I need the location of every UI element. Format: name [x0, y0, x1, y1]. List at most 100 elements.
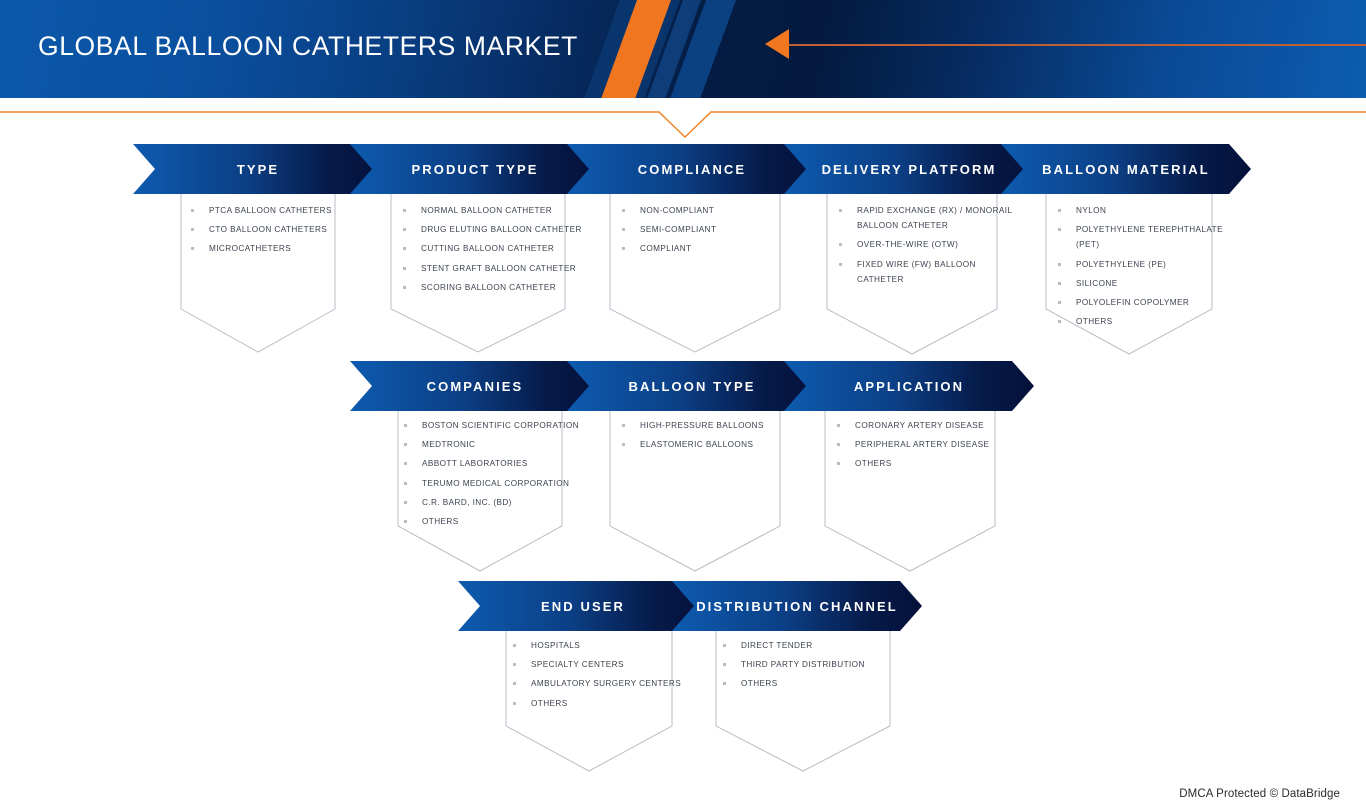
segment-item-list: NORMAL BALLOON CATHETER DRUG ELUTING BALL…: [403, 203, 593, 299]
list-item: CUTTING BALLOON CATHETER: [403, 241, 593, 256]
segment-banner: TYPE: [133, 144, 383, 194]
bullet-icon: [1058, 320, 1061, 324]
list-item: OTHERS: [1058, 314, 1238, 329]
segment-banner: DELIVERY PLATFORM: [784, 144, 1034, 194]
page-title: GLOBAL BALLOON CATHETERS MARKET: [38, 31, 578, 61]
bullet-icon: [839, 243, 842, 247]
segment-panel: [458, 581, 708, 776]
list-item-label: FIXED WIRE (FW) BALLOON CATHETER: [857, 259, 976, 284]
bullet-icon: [404, 481, 407, 485]
list-item-label: POLYOLEFIN COPOLYMER: [1076, 298, 1190, 308]
list-item: POLYETHYLENE (PE): [1058, 257, 1238, 272]
bullet-icon: [513, 644, 516, 647]
list-item-label: PERIPHERAL ARTERY DISEASE: [855, 440, 990, 450]
bullet-icon: [723, 644, 726, 647]
bullet-icon: [513, 701, 516, 705]
list-item-label: HIGH-PRESSURE BALLOONS: [640, 421, 764, 430]
list-item-label: AMBULATORY SURGERY CENTERS: [531, 679, 682, 689]
list-item-label: OVER-THE-WIRE (OTW): [857, 240, 959, 250]
list-item: ELASTOMERIC BALLOONS: [622, 437, 807, 452]
bullet-icon: [837, 462, 840, 466]
segment-item-list: PTCA BALLOON CATHETERS CTO BALLOON CATHET…: [191, 203, 376, 261]
bullet-icon: [403, 247, 406, 251]
list-item: ABBOTT LABORATORIES: [404, 456, 594, 471]
list-item-label: OTHERS: [1076, 317, 1113, 327]
list-item-label: ABBOTT LABORATORIES: [422, 459, 528, 469]
list-item-label: CORONARY ARTERY DISEASE: [855, 421, 985, 430]
list-item: OTHERS: [404, 514, 594, 529]
segment-item-list: NON-COMPLIANT SEMI-COMPLIANT COMPLIANT: [622, 203, 802, 261]
list-item: COMPLIANT: [622, 241, 802, 256]
list-item: OVER-THE-WIRE (OTW): [839, 237, 1024, 252]
bullet-icon: [403, 228, 406, 232]
bullet-icon: [1058, 209, 1061, 212]
bullet-icon: [839, 262, 842, 266]
bullet-icon: [1058, 301, 1061, 305]
list-item-label: RAPID EXCHANGE (RX) / MONORAIL BALLOON C…: [857, 206, 1013, 231]
segment-item-list: BOSTON SCIENTIFIC CORPORATION MEDTRONIC AB…: [404, 418, 594, 533]
header-divider: [0, 98, 1366, 138]
list-item: OTHERS: [837, 456, 1027, 471]
list-item-label: SILICONE: [1076, 278, 1118, 288]
header-arrow-line: [786, 43, 1366, 46]
list-item: MEDTRONIC: [404, 437, 594, 452]
bullet-icon: [404, 462, 407, 466]
bullet-icon: [622, 247, 625, 251]
list-item: HIGH-PRESSURE BALLOONS: [622, 418, 807, 433]
bullet-icon: [191, 247, 194, 251]
list-item: NORMAL BALLOON CATHETER: [403, 203, 593, 218]
list-item: POLYETHYLENE TEREPHTHALATE (PET): [1058, 222, 1238, 252]
list-item: PTCA BALLOON CATHETERS: [191, 203, 376, 218]
bullet-icon: [837, 443, 840, 447]
list-item-label: SEMI-COMPLIANT: [640, 225, 717, 235]
list-item-label: CTO BALLOON CATHETERS: [209, 225, 328, 235]
segment-panel: [784, 144, 1034, 359]
bullet-icon: [837, 424, 840, 427]
list-item-label: CUTTING BALLOON CATHETER: [421, 244, 555, 254]
bullet-icon: [404, 520, 407, 524]
list-item-label: STENT GRAFT BALLOON CATHETER: [421, 263, 577, 273]
list-item-label: BOSTON SCIENTIFIC CORPORATION: [422, 421, 579, 430]
segment-panel: [567, 361, 817, 576]
segment-item-list: NYLON POLYETHYLENE TEREPHTHALATE (PET) POL…: [1058, 203, 1238, 333]
list-item: DIRECT TENDER: [723, 638, 913, 653]
segment-panel: [133, 144, 383, 354]
list-item: SILICONE: [1058, 276, 1238, 291]
list-item-label: SPECIALTY CENTERS: [531, 660, 624, 670]
list-item: AMBULATORY SURGERY CENTERS: [513, 676, 703, 691]
list-item-label: OTHERS: [422, 517, 459, 527]
list-item-label: NYLON: [1076, 206, 1107, 215]
list-item-label: POLYETHYLENE TEREPHTHALATE (PET): [1076, 225, 1223, 250]
list-item-label: DRUG ELUTING BALLOON CATHETER: [421, 225, 582, 235]
list-item: MICROCATHETERS: [191, 241, 376, 256]
bullet-icon: [1058, 262, 1061, 266]
bullet-icon: [1058, 228, 1061, 232]
bullet-icon: [191, 209, 194, 212]
segment-panel: [672, 581, 922, 776]
list-item: NON-COMPLIANT: [622, 203, 802, 218]
list-item: NYLON: [1058, 203, 1238, 218]
segment-banner: APPLICATION: [784, 361, 1034, 411]
list-item: SPECIALTY CENTERS: [513, 657, 703, 672]
segment-banner: COMPLIANCE: [567, 144, 817, 194]
segment-banner: BALLOON TYPE: [567, 361, 817, 411]
list-item-label: NORMAL BALLOON CATHETER: [421, 206, 553, 215]
list-item-label: NON-COMPLIANT: [640, 206, 715, 215]
bullet-icon: [191, 228, 194, 232]
list-item: DRUG ELUTING BALLOON CATHETER: [403, 222, 593, 237]
list-item: PERIPHERAL ARTERY DISEASE: [837, 437, 1027, 452]
segment-banner: DISTRIBUTION CHANNEL: [672, 581, 922, 631]
segment-panel: [1001, 144, 1251, 359]
segment-item-list: RAPID EXCHANGE (RX) / MONORAIL BALLOON C…: [839, 203, 1024, 291]
list-item-label: TERUMO MEDICAL CORPORATION: [422, 478, 570, 488]
list-item-label: THIRD PARTY DISTRIBUTION: [741, 660, 865, 670]
list-item: BOSTON SCIENTIFIC CORPORATION: [404, 418, 594, 433]
list-item: OTHERS: [513, 696, 703, 711]
bullet-icon: [1058, 281, 1061, 285]
segment-banner: COMPANIES: [350, 361, 600, 411]
segment-item-list: CORONARY ARTERY DISEASE PERIPHERAL ARTERY…: [837, 418, 1027, 476]
bullet-icon: [622, 424, 625, 427]
